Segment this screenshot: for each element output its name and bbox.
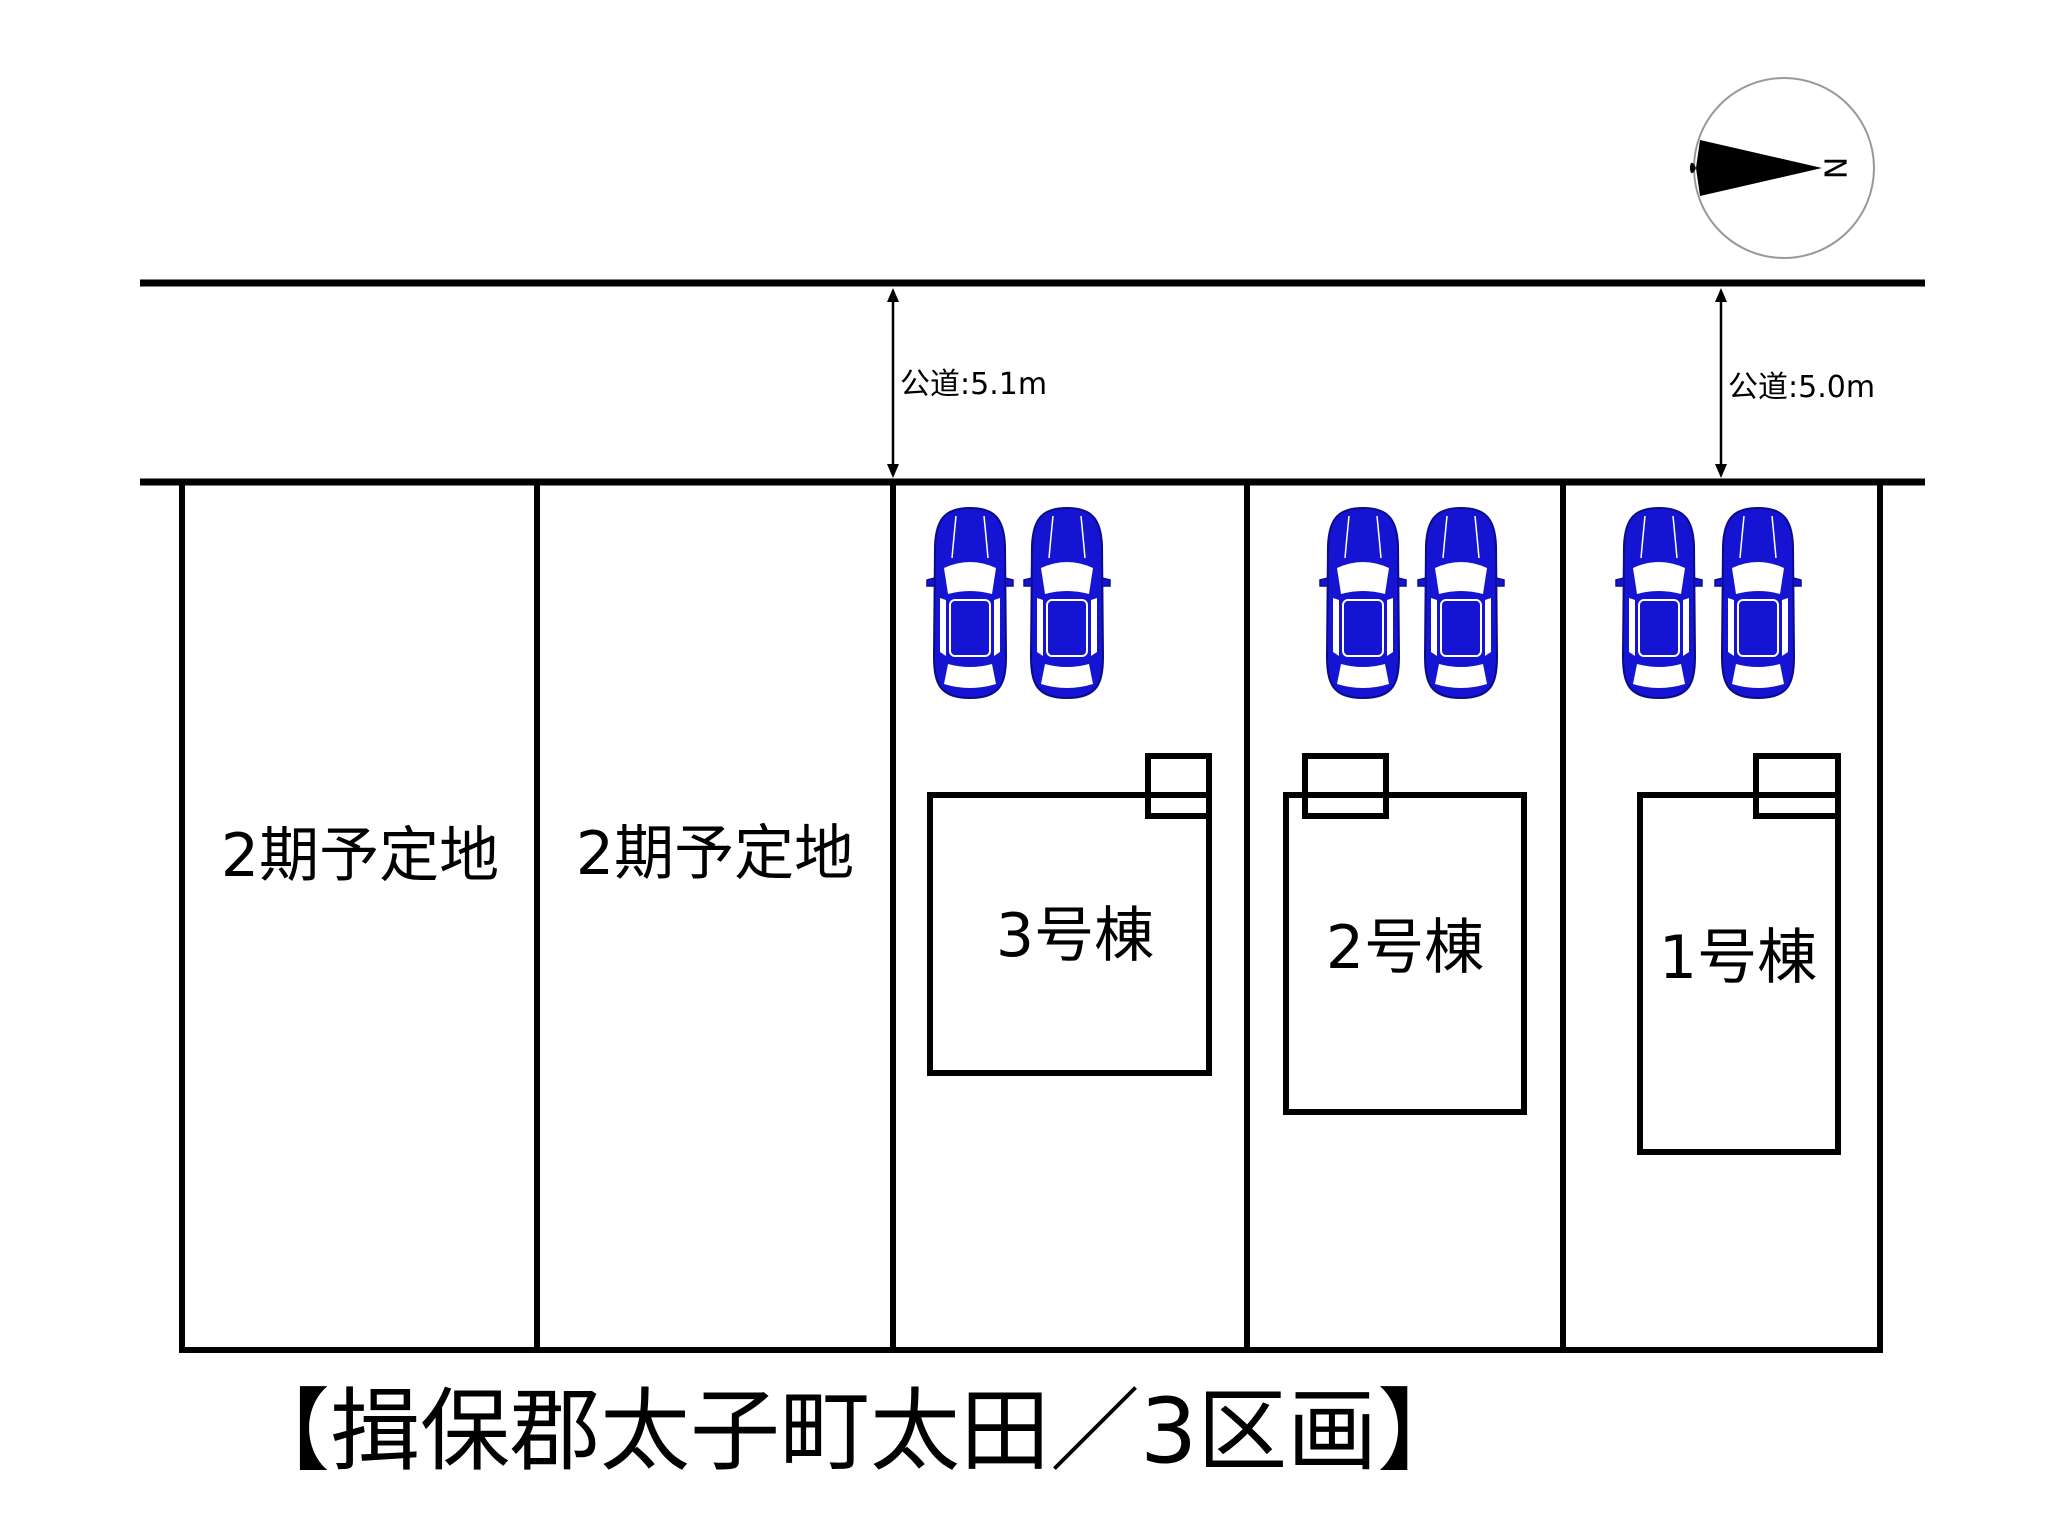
car-icon (1319, 507, 1407, 699)
car-icon (1615, 507, 1703, 699)
house-2: 2号棟 (1283, 753, 1527, 1115)
car-icon (926, 507, 1014, 699)
car-icon (1714, 507, 1802, 699)
house-2-annex (1302, 753, 1389, 819)
house-3-annex (1145, 753, 1212, 819)
road-width-label-2: 公道:5.0m (1728, 370, 1875, 405)
house-1-footprint (1637, 792, 1841, 1155)
parking-house-3 (926, 507, 1111, 699)
road-width-label-1: 公道:5.1m (900, 367, 1047, 402)
road-width-marker-2: 公道:5.0m (1715, 288, 1875, 478)
parking-house-2 (1319, 507, 1505, 699)
house-1-label: 1号棟 (1659, 923, 1817, 993)
house-3-label: 3号棟 (996, 901, 1154, 971)
house-1: 1号棟 (1637, 753, 1841, 1155)
lot-2-label: 2期予定地 (576, 819, 854, 889)
road-width-marker-1: 公道:5.1m (887, 288, 1047, 478)
compass: N (1690, 77, 1875, 259)
plan-title: 【揖保郡太子町太田／3区画】 (240, 1379, 1467, 1484)
parking-house-1 (1615, 507, 1802, 699)
car-icon (1023, 507, 1111, 699)
lot-outlines (179, 482, 1883, 1353)
car-icon (1417, 507, 1505, 699)
house-2-label: 2号棟 (1326, 913, 1484, 983)
house-2-footprint (1283, 792, 1527, 1115)
house-3: 3号棟 (927, 753, 1212, 1076)
compass-north-label: N (1817, 157, 1852, 179)
house-1-annex (1753, 753, 1841, 819)
lot-1-label: 2期予定地 (221, 821, 499, 891)
north-arrow-icon (1690, 140, 1822, 196)
house-3-footprint (927, 792, 1212, 1076)
